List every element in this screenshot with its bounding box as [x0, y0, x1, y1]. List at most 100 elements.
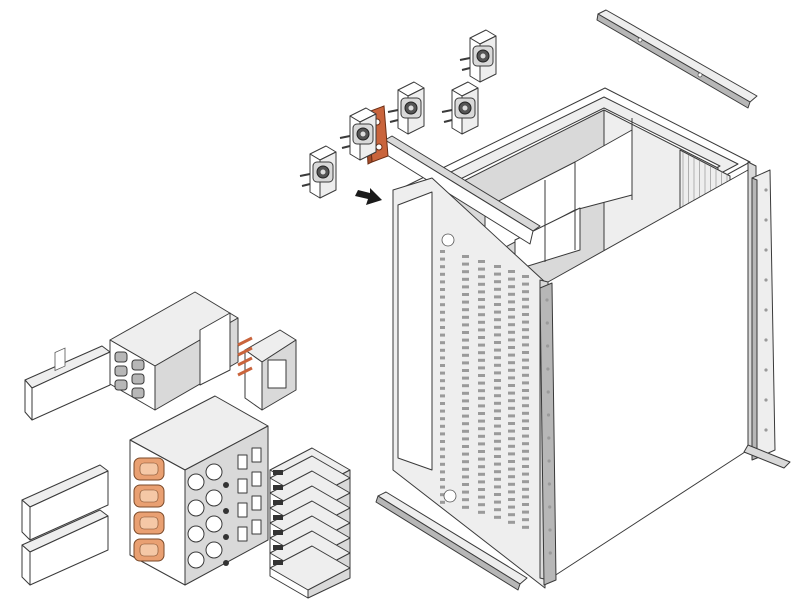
panel-slot: [522, 518, 529, 522]
rail-hole: [764, 398, 768, 402]
panel-slot: [462, 315, 469, 319]
rail-hole: [546, 344, 550, 348]
panel-slot: [462, 475, 469, 479]
panel-slot: [478, 503, 485, 507]
panel-slot: [494, 272, 501, 276]
panel-slot: [440, 318, 445, 322]
panel-slot: [522, 275, 529, 278]
panel-slot: [522, 427, 529, 430]
panel-slot: [462, 376, 469, 380]
panel-slot: [462, 414, 469, 418]
panel-slot: [494, 318, 501, 322]
panel-slot: [462, 490, 469, 494]
panel-slot: [462, 270, 469, 274]
panel-slot: [494, 424, 501, 428]
panel-slot: [478, 480, 485, 484]
panel-slot: [508, 376, 515, 380]
panel-slot: [508, 270, 515, 273]
panel-slot: [508, 308, 515, 311]
panel-slot: [478, 450, 485, 453]
panel-slot: [508, 452, 515, 456]
panel-slot: [440, 288, 445, 291]
panel-slot: [440, 250, 445, 253]
panel-slot: [494, 348, 501, 352]
terminal-slot: [251, 471, 262, 487]
rail-holes: [545, 298, 552, 555]
panel-slot: [522, 495, 529, 499]
terminal-blocks: [299, 29, 497, 199]
rail-hole: [764, 278, 768, 282]
panel-slot: [508, 467, 515, 471]
panel-slot: [522, 366, 529, 370]
panel-slot: [508, 361, 515, 365]
panel-slot: [478, 488, 485, 491]
panel-slot: [508, 346, 515, 349]
panel-slot-pattern: [440, 250, 529, 529]
panel-slot: [522, 343, 529, 347]
panel-slot: [508, 353, 515, 357]
terminal-block: [339, 107, 377, 161]
panel-slot: [462, 452, 469, 456]
panel-slot: [494, 493, 501, 496]
breaker-pole: [131, 359, 145, 371]
panel-slot: [508, 399, 515, 403]
panel-slot: [478, 427, 485, 431]
panel-slot: [462, 346, 469, 350]
panel-slot: [494, 325, 501, 329]
top-rail: [596, 9, 758, 109]
panel-slot: [494, 485, 501, 489]
comb-busbar: [269, 447, 351, 599]
panel-slot: [440, 364, 445, 367]
panel-slot: [478, 275, 485, 279]
breaker-handle: [139, 462, 159, 476]
rail-hole: [545, 298, 549, 302]
panel-slot: [522, 419, 529, 423]
panel-slot: [494, 356, 501, 360]
panel-slot: [522, 411, 529, 415]
panel-slot: [522, 297, 529, 301]
panel-slot: [508, 422, 515, 425]
panel-slot: [462, 467, 469, 471]
panel-slot: [522, 510, 529, 514]
panel-slot: [478, 404, 485, 408]
panel-slot: [522, 449, 529, 453]
panel-slot: [478, 495, 485, 499]
panel-slot: [462, 384, 469, 388]
panel-slot: [478, 343, 485, 347]
panel-slot: [478, 328, 485, 332]
panel-slot: [494, 280, 501, 284]
screw-head: [223, 508, 229, 514]
breaker-pole: [131, 387, 145, 399]
panel-slot: [522, 434, 529, 438]
panel-slot: [462, 460, 469, 464]
breaker-module-large: [129, 395, 269, 586]
rail-hole: [764, 428, 768, 432]
breaker-pole: [131, 373, 145, 385]
panel-slot: [508, 498, 515, 501]
panel-slot: [462, 429, 469, 433]
bottom-rail: [375, 491, 528, 591]
panel-slot: [508, 330, 515, 334]
panel-slot: [462, 422, 469, 426]
panel-slot: [494, 379, 501, 382]
terminal-block: [387, 81, 425, 135]
panel-slot: [522, 351, 529, 354]
copper-pins: [237, 336, 253, 377]
panel-slot: [440, 394, 445, 398]
panel-slot: [440, 417, 445, 421]
rail-hole: [546, 390, 550, 394]
rail-hole: [546, 413, 551, 417]
panel-slot: [440, 280, 445, 284]
panel-slot: [478, 389, 485, 393]
panel-slot: [508, 323, 515, 327]
terminal-slot: [237, 502, 248, 518]
panel-slot: [494, 508, 501, 512]
panel-slot: [462, 483, 469, 486]
panel-slot: [522, 335, 529, 339]
panel-slot: [494, 287, 501, 291]
panel-slot: [462, 498, 469, 502]
panel-slot: [478, 412, 485, 415]
panel-slot: [462, 407, 469, 410]
rail-hole: [764, 188, 768, 192]
breaker-poles: [133, 447, 262, 569]
